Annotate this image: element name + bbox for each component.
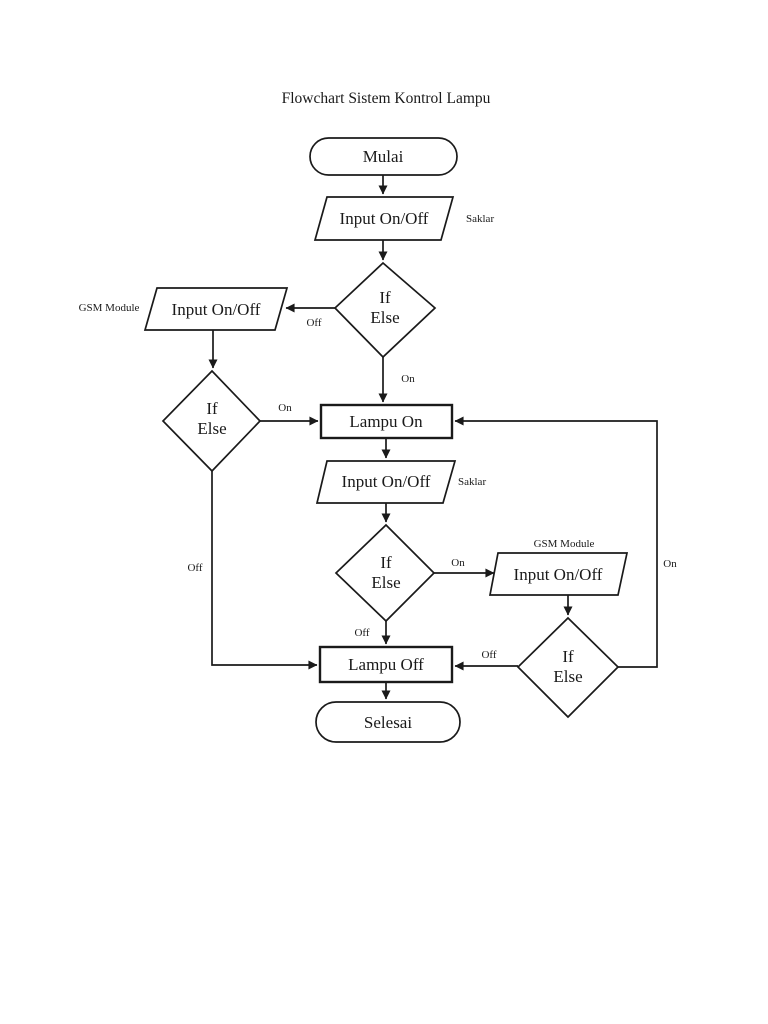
edge-label-off: Off [481,649,496,661]
node-label: Mulai [363,147,404,166]
terminator-shape [315,701,461,743]
node-end: Selesai [315,701,461,743]
node-label: If [562,647,574,666]
process-rect-shape [319,403,454,440]
node-label: Lampu Off [348,655,424,674]
node-lamp-off: Lampu Off [318,645,454,684]
annotation-saklar: Saklar [466,213,494,225]
io-parallelogram-shape [315,460,457,504]
node-label: Selesai [364,713,412,732]
edges-layer: Off On On Off On Off Off On [187,175,677,700]
io-parallelogram-shape [143,287,289,331]
node-input-gsm-left: Input On/Off GSM Module [79,287,289,331]
node-label: Input On/Off [340,209,429,228]
node-decision-right: If Else [516,616,620,719]
node-decision-top: If Else [333,261,437,359]
decision-diamond-shape [516,616,620,719]
node-label: If [379,288,391,307]
node-label: Input On/Off [172,300,261,319]
node-label: If [206,399,218,418]
annotation-gsm-module: GSM Module [534,538,595,550]
node-start: Mulai [309,137,458,176]
node-input-switch-top: Input On/Off Saklar [313,196,494,241]
node-label: Input On/Off [514,565,603,584]
annotation-gsm-module: GSM Module [79,302,140,314]
node-label: Input On/Off [342,472,431,491]
node-label: Lampu On [349,412,423,431]
node-input-switch-mid: Input On/Off Saklar [315,460,486,504]
node-label: Else [553,667,582,686]
terminator-shape [309,137,458,176]
node-label: If [380,553,392,572]
annotation-saklar: Saklar [458,476,486,488]
io-parallelogram-shape [313,196,455,241]
decision-diamond-shape [333,261,437,359]
edge-label-on: On [278,402,292,414]
node-lamp-on: Lampu On [319,403,454,440]
node-label: Else [370,308,399,327]
edge-label-off: Off [354,627,369,639]
diagram-title: Flowchart Sistem Kontrol Lampu [282,90,491,107]
edge-label-on: On [401,373,415,385]
edge-label-on: On [451,557,465,569]
io-parallelogram-shape [488,552,629,596]
process-rect-shape [318,645,454,684]
edge-label-off: Off [306,317,321,329]
decision-diamond-shape [161,369,262,473]
decision-diamond-shape [334,523,436,623]
edge-label-off: Off [187,562,202,574]
node-input-gsm-right: Input On/Off GSM Module [488,538,629,596]
edge-decision-left-off-loop [211,471,318,670]
node-label: Else [197,419,226,438]
node-label: Else [371,573,400,592]
node-decision-left: If Else [161,369,262,473]
node-decision-mid: If Else [334,523,436,623]
edge-label-on: On [663,558,677,570]
edge-decision-right-on-loop [454,416,658,668]
